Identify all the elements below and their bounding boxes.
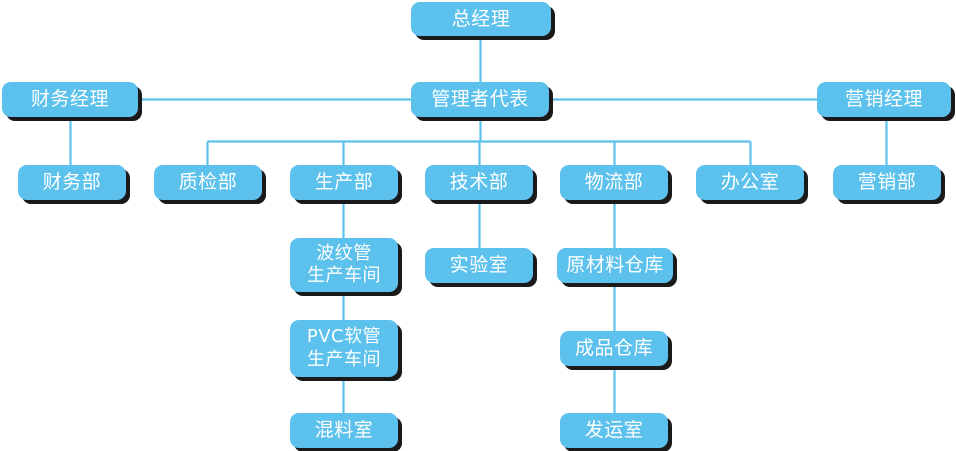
org-node-n11[interactable]: 波纹管 生产车间 <box>290 238 398 292</box>
org-node-n0[interactable]: 总经理 <box>411 2 551 36</box>
org-node-n14[interactable]: PVC软管 生产车间 <box>290 320 398 377</box>
org-node-n15[interactable]: 成品仓库 <box>560 331 668 366</box>
org-node-n7[interactable]: 技术部 <box>425 165 533 200</box>
org-node-n10[interactable]: 营销部 <box>833 165 941 200</box>
org-node-n17[interactable]: 发运室 <box>560 413 668 448</box>
org-node-n9[interactable]: 办公室 <box>696 165 804 200</box>
org-node-n6[interactable]: 生产部 <box>290 165 398 200</box>
org-node-n16[interactable]: 混料室 <box>290 413 398 448</box>
org-node-n5[interactable]: 质检部 <box>154 165 262 200</box>
org-node-n1[interactable]: 财务经理 <box>2 82 138 117</box>
org-node-n8[interactable]: 物流部 <box>560 165 668 200</box>
org-node-n12[interactable]: 实验室 <box>425 248 533 283</box>
org-node-n3[interactable]: 营销经理 <box>817 82 951 117</box>
org-node-n4[interactable]: 财务部 <box>18 165 126 200</box>
org-node-n13[interactable]: 原材料仓库 <box>557 248 673 283</box>
org-node-n2[interactable]: 管理者代表 <box>411 82 549 117</box>
